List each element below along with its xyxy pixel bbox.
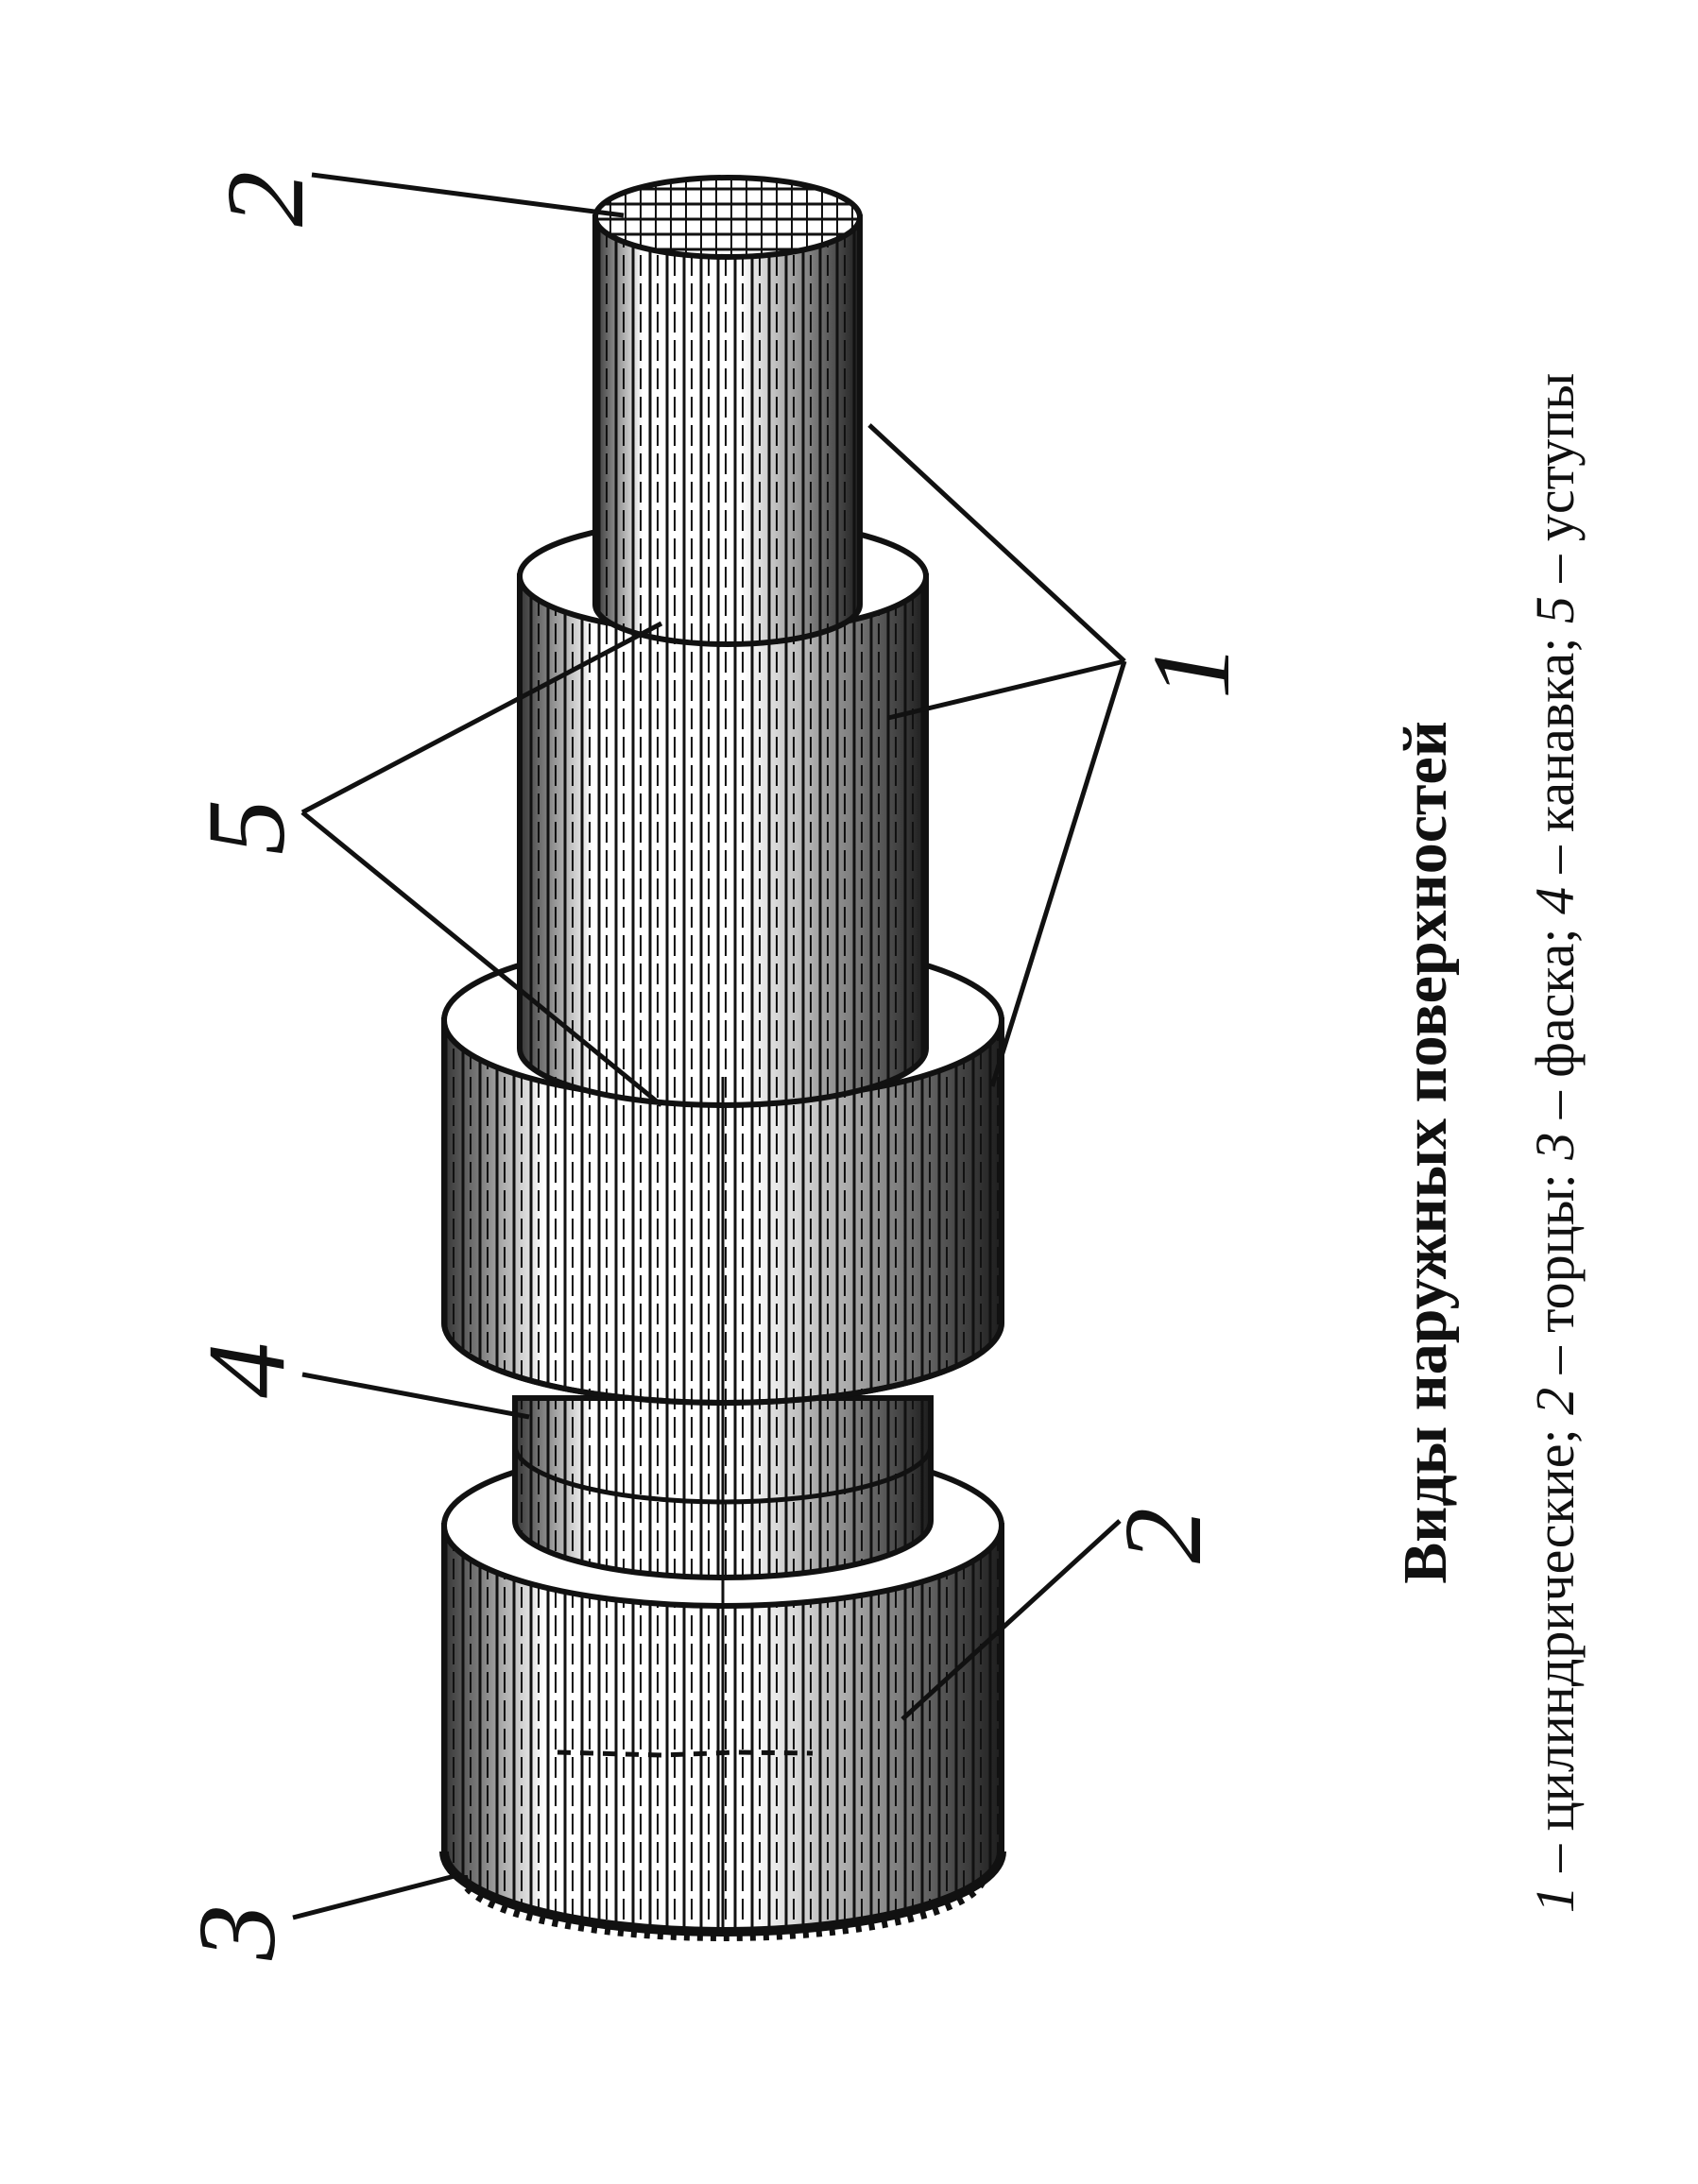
legend-num-1: 1: [1524, 1885, 1586, 1913]
callout-1: 1: [1129, 643, 1253, 699]
legend-num-5: 5: [1524, 596, 1586, 623]
callout-2-bottom: 2: [1101, 1508, 1225, 1563]
legend-num-4: 4: [1524, 887, 1586, 914]
caption-legend: 1 – цилиндрические; 2 – торцы: 3 – фаска…: [1524, 373, 1586, 1914]
cylinder-top: [592, 175, 863, 647]
legend-text-1: – цилиндрические;: [1524, 1415, 1586, 1885]
legend-text-5: – уступы: [1524, 373, 1586, 596]
legend-text-2: – торцы:: [1524, 1160, 1586, 1388]
callout-2-top: 2: [203, 171, 327, 227]
callout-4: 4: [184, 1342, 308, 1398]
legend-text-3: – фаска;: [1524, 914, 1586, 1133]
callout-5: 5: [184, 799, 308, 855]
callout-3: 3: [175, 1904, 299, 1961]
caption-title: Виды наружных поверхностей: [1391, 721, 1460, 1583]
legend-text-4: – канавка;: [1524, 623, 1586, 887]
legend-num-2: 2: [1524, 1388, 1586, 1415]
legend-num-3: 3: [1524, 1133, 1586, 1161]
leader-lines: [292, 172, 1127, 1920]
